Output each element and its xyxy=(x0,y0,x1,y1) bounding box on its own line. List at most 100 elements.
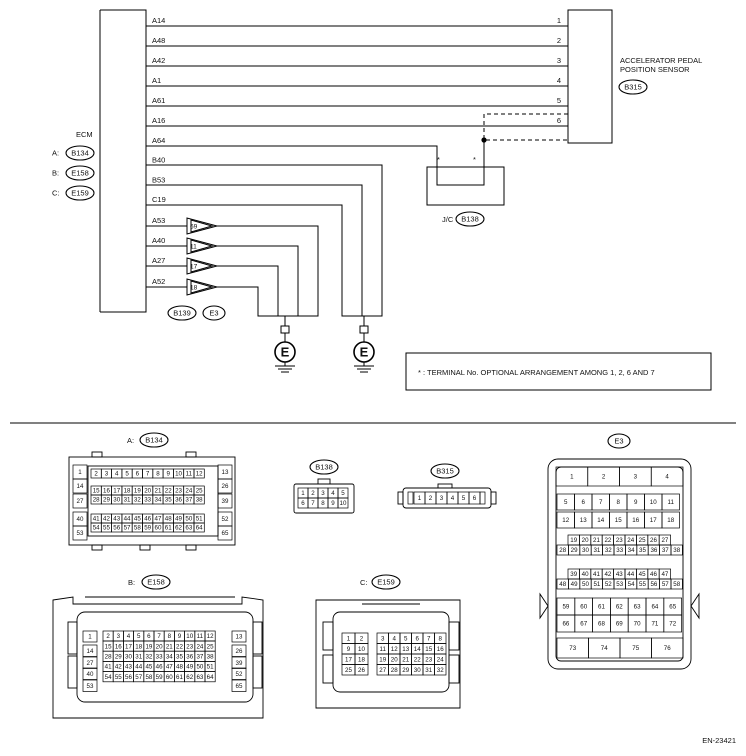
conn-b-row1-pin-19: 19 xyxy=(145,643,152,650)
conn-c-r0-pin-5: 5 xyxy=(404,635,408,642)
conn-e3-r8-pin-70: 70 xyxy=(634,621,641,628)
conn-b-left-pin-53: 53 xyxy=(87,683,94,690)
ecm-conn-code-e158: E158 xyxy=(71,169,89,178)
conn-b-row3-pin-43: 43 xyxy=(125,664,132,671)
conn-b-right-cell-13 xyxy=(231,630,247,643)
conn-a-row4-pin-60: 60 xyxy=(155,525,162,532)
conn-b315-code-oval xyxy=(430,463,460,479)
conn-b-prefix: B: xyxy=(128,578,135,587)
ecm-conn-code-e159: E159 xyxy=(71,189,89,198)
ecm-conn-code-e158-oval xyxy=(65,165,95,181)
ecm-pin-a14: A14 xyxy=(152,16,165,25)
conn-a-row2-pin-35: 35 xyxy=(165,497,172,504)
conn-c-r3-pin-30: 30 xyxy=(414,667,421,674)
conn-b138-code: B138 xyxy=(315,463,333,472)
conn-b-row0-pin-5: 5 xyxy=(137,633,141,640)
conn-e3-r4-pin-33: 33 xyxy=(616,547,623,554)
conn-b-left-cell-1 xyxy=(82,630,98,643)
conn-b-row3-pin-46: 46 xyxy=(156,664,163,671)
conn-b-row0-pin-9: 9 xyxy=(178,633,182,640)
conn-b-row4-pin-61: 61 xyxy=(176,674,183,681)
document-id: EN-23421 xyxy=(702,736,736,745)
conn-c-r0-pin-4: 4 xyxy=(393,635,397,642)
conn-c-r3-pin-29: 29 xyxy=(402,667,409,674)
ecm-pin-a52: A52 xyxy=(152,277,165,286)
conn-e3-r6-pin-56: 56 xyxy=(650,581,657,588)
ecm-box xyxy=(100,9,147,313)
conn-a-row0-pin-7: 7 xyxy=(146,471,150,478)
conn-a-row2-pin-36: 36 xyxy=(175,497,182,504)
conn-a-row2-pin-33: 33 xyxy=(144,497,151,504)
conn-e3-r6-pin-55: 55 xyxy=(639,581,646,588)
conn-e3-r3-pin-22: 22 xyxy=(604,537,611,544)
conn-a-row0-cell-12 xyxy=(193,468,205,479)
inline-pin-label-18: 18 xyxy=(190,285,198,292)
conn-e3-r3-pin-25: 25 xyxy=(639,537,646,544)
conn-e3-r5-pin-43: 43 xyxy=(616,571,623,578)
conn-e3-r6-pin-51: 51 xyxy=(593,581,600,588)
conn-b138-r0-pin-2: 2 xyxy=(311,490,315,497)
conn-e3-r5-pin-40: 40 xyxy=(582,571,589,578)
conn-b-row3-pin-45: 45 xyxy=(145,664,152,671)
conn-a-right-pin-65: 65 xyxy=(222,530,229,537)
conn-b-right-pin-13: 13 xyxy=(236,634,243,641)
conn-b138-r1-pin-7: 7 xyxy=(311,500,315,507)
jc-code: B138 xyxy=(461,215,479,224)
ground-symbol-right xyxy=(353,341,375,363)
conn-b-right-cell-26 xyxy=(231,644,247,657)
conn-a-row3-pin-51: 51 xyxy=(196,516,203,523)
inline-code-1: E3 xyxy=(209,309,218,318)
conn-c-r0-pin-7: 7 xyxy=(427,635,431,642)
conn-b-row3-pin-41: 41 xyxy=(105,664,112,671)
conn-a-row4-pin-61: 61 xyxy=(165,525,172,532)
ground-label-right: E xyxy=(360,345,369,360)
conn-c-r1-pin-11: 11 xyxy=(380,646,387,653)
conn-e3-r9-pin-75: 75 xyxy=(632,645,639,652)
inline-pin-11 xyxy=(186,237,219,255)
conn-e3-r8-pin-66: 66 xyxy=(562,621,569,628)
conn-a-row1-pin-22: 22 xyxy=(165,488,172,495)
conn-c-r0-pin-8: 8 xyxy=(439,635,443,642)
conn-b315-r0-pin-1: 1 xyxy=(418,495,422,502)
conn-b-row4-pin-55: 55 xyxy=(115,674,122,681)
conn-c-r1-pin-16: 16 xyxy=(437,646,444,653)
conn-e3-r7-pin-63: 63 xyxy=(634,604,641,611)
conn-a-row1-pin-23: 23 xyxy=(175,488,182,495)
conn-a-right-pin-52: 52 xyxy=(222,516,229,523)
conn-b138-r1-pin-8: 8 xyxy=(321,500,325,507)
conn-a-row3-pin-47: 47 xyxy=(155,516,162,523)
conn-b-row1-pin-15: 15 xyxy=(105,643,112,650)
conn-b-left-cell-40 xyxy=(82,667,98,680)
ecm-pin-a1: A1 xyxy=(152,76,161,85)
conn-b-row4-pin-58: 58 xyxy=(145,674,152,681)
conn-e3-r8-pin-69: 69 xyxy=(616,621,623,628)
conn-e3-r9-pin-76: 76 xyxy=(664,645,671,652)
conn-a-row0-pin-5: 5 xyxy=(125,471,129,478)
conn-b-row3-pin-44: 44 xyxy=(135,664,142,671)
conn-a-row1-pin-19: 19 xyxy=(134,488,141,495)
conn-e3-r4-cell-38 xyxy=(670,544,683,556)
note-box xyxy=(405,352,712,391)
conn-e3-r3-pin-26: 26 xyxy=(650,537,657,544)
conn-b-code: E158 xyxy=(147,578,165,587)
jc-label: J/C xyxy=(442,215,454,224)
wire-a27-out xyxy=(217,265,279,316)
conn-a-left-pin-1: 1 xyxy=(78,469,82,476)
joint-connector-box xyxy=(426,166,505,206)
sensor-label-1: ACCELERATOR PEDAL xyxy=(620,56,702,65)
conn-a-row1-pin-18: 18 xyxy=(124,488,131,495)
conn-a-housing xyxy=(68,456,236,546)
conn-b-left-cell-14 xyxy=(82,644,98,657)
conn-e3-r4-pin-28: 28 xyxy=(559,547,566,554)
conn-e3-r9-pin-73: 73 xyxy=(569,645,576,652)
inline-pin-label-17: 17 xyxy=(190,264,198,271)
conn-e3-r6-pin-50: 50 xyxy=(582,581,589,588)
conn-e3-r8-pin-71: 71 xyxy=(651,621,658,628)
conn-a-row2-pin-32: 32 xyxy=(134,497,141,504)
conn-a-row3-pin-48: 48 xyxy=(165,516,172,523)
conn-b-row1-pin-18: 18 xyxy=(135,643,142,650)
conn-e3-housing xyxy=(547,458,692,670)
conn-e3-r2-pin-12: 12 xyxy=(562,517,569,524)
inline-pin-17 xyxy=(186,257,219,275)
